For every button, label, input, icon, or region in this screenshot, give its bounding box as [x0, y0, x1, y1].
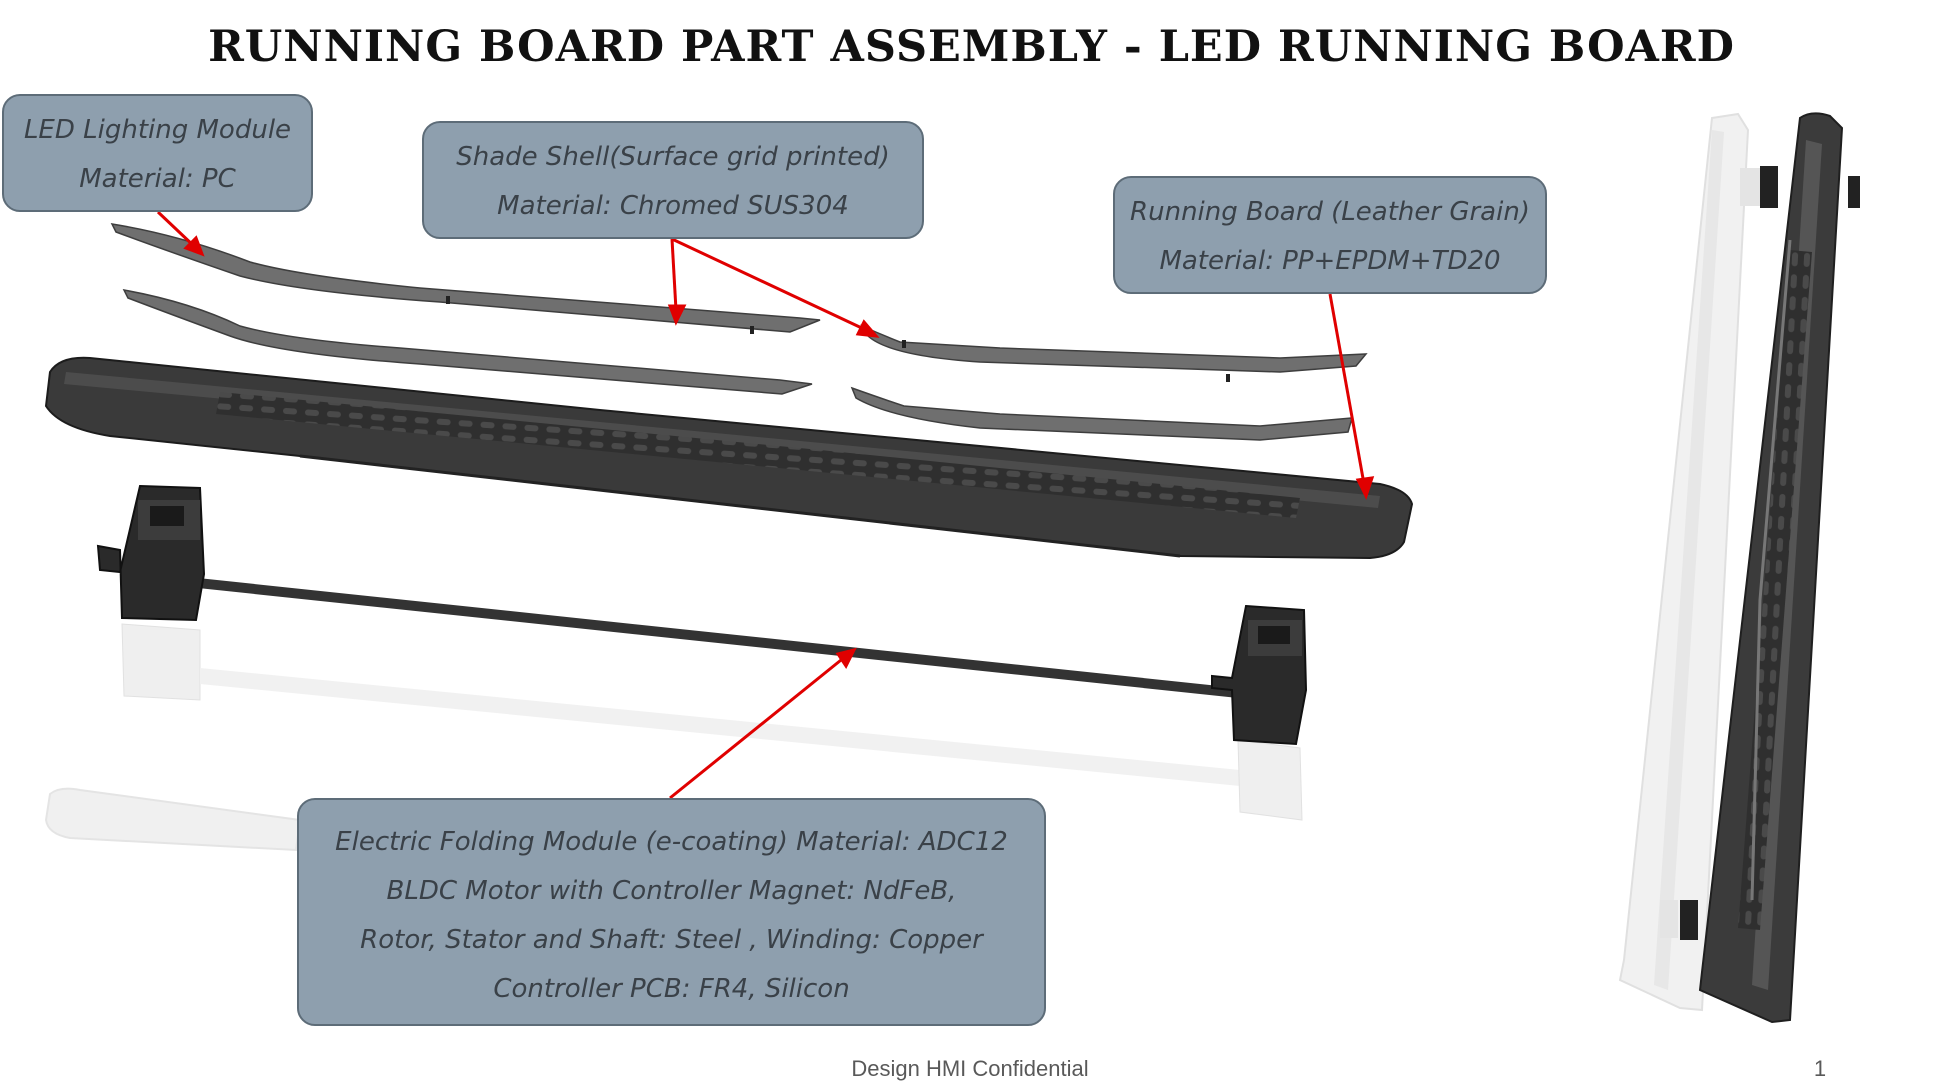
callout-line: Material: PC	[79, 164, 236, 194]
callout-line: LED Lighting Module	[23, 115, 292, 145]
callout-shade-shell: Shade Shell(Surface grid printed) Materi…	[422, 121, 924, 239]
leader-board	[1328, 293, 1366, 485]
callout-line: Running Board (Leather Grain)	[1130, 197, 1530, 227]
callout-line: Rotor, Stator and Shaft: Steel , Winding…	[360, 925, 983, 955]
ghost-running-board	[1618, 112, 1760, 1012]
callout-line: Material: PP+EPDM+TD20	[1159, 246, 1501, 276]
leader-shell-b	[671, 237, 867, 332]
leader-shell-a	[670, 238, 678, 311]
callout-running-board: Running Board (Leather Grain) Material: …	[1113, 176, 1547, 294]
led-strip-upper	[110, 223, 1368, 441]
folding-module	[96, 484, 1308, 746]
ghost-brackets	[121, 623, 1303, 821]
ghost-lower-board	[44, 787, 302, 852]
page-title: Running Board Part Assembly - LED Runnin…	[208, 22, 1735, 72]
running-board-horizontal	[44, 356, 1414, 560]
callout-line: Material: Chromed SUS304	[497, 191, 849, 221]
page-number: 1	[1813, 1056, 1827, 1081]
callout-line: Shade Shell(Surface grid printed)	[456, 142, 890, 172]
running-board-vertical	[1680, 112, 1860, 1024]
leader-arrows	[156, 210, 1375, 800]
leader-motor	[669, 654, 847, 800]
leader-led	[156, 210, 198, 250]
confidential-footer: Design HMI Confidential	[851, 1056, 1089, 1081]
callout-line: BLDC Motor with Controller Magnet: NdFeB…	[386, 876, 957, 906]
callout-electric-folding-module: Electric Folding Module (e-coating) Mate…	[297, 798, 1046, 1026]
callout-led-lighting-module: LED Lighting Module Material: PC	[2, 94, 313, 212]
callout-line: Electric Folding Module (e-coating) Mate…	[335, 827, 1008, 857]
callout-line: Controller PCB: FR4, Silicon	[493, 974, 850, 1004]
